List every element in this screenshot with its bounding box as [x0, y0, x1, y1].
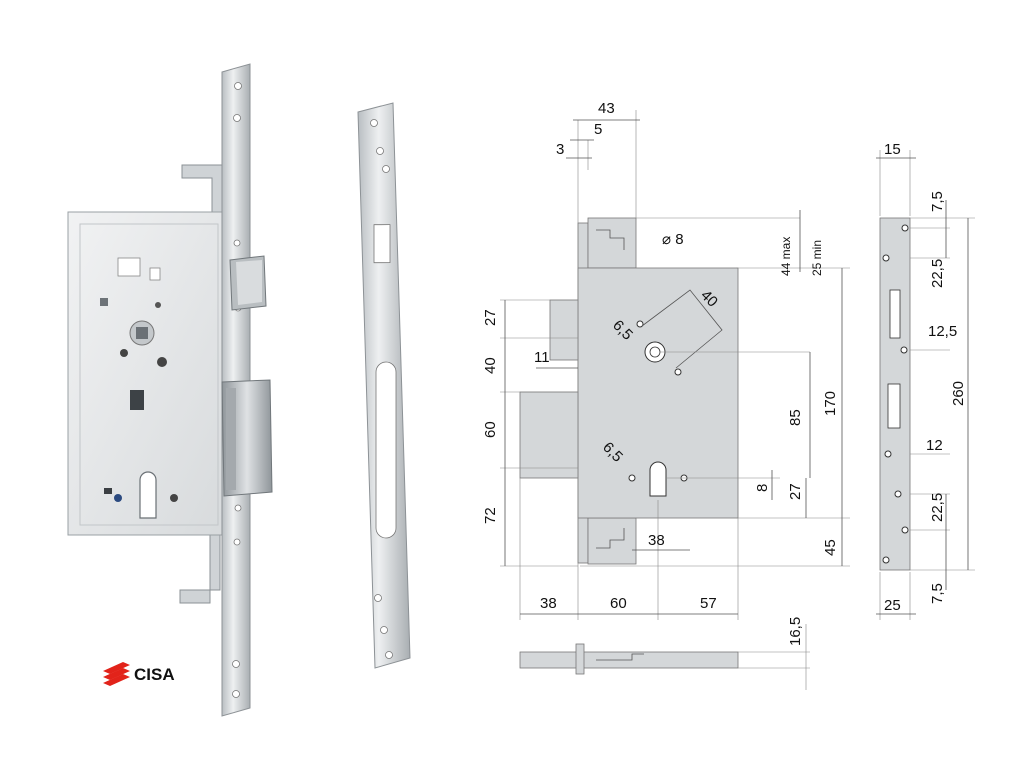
dim-44-max: 44 max [779, 237, 793, 276]
strike-dim-7-5-top: 7,5 [929, 191, 946, 212]
strike-dim-15: 15 [884, 141, 901, 158]
dim-38-center: 38 [648, 532, 665, 549]
dim-85: 85 [787, 409, 804, 426]
strike-plate-photo [357, 102, 411, 669]
dim-25-min: 25 min [810, 240, 824, 276]
dim-60-bottom: 60 [610, 595, 627, 612]
strike-dim-260: 260 [950, 381, 967, 406]
dim-38-bottom: 38 [540, 595, 557, 612]
brand-name: CISA [134, 665, 175, 684]
front-drawing: 43 5 3 ⌀ 8 44 max 25 min 6,5 40 6,5 27 4… [482, 100, 850, 690]
strike-dim-12-5: 12,5 [928, 323, 957, 340]
dim-45: 45 [822, 539, 839, 556]
dim-60-left: 60 [482, 421, 499, 438]
strike-dim-12: 12 [926, 437, 943, 454]
strike-drawing: 15 25 7,5 22,5 12,5 260 12 22,5 7,5 [876, 141, 975, 620]
dim-27-right: 27 [787, 483, 804, 500]
dim-57-bottom: 57 [700, 595, 717, 612]
strike-dim-22-5-top: 22,5 [929, 259, 946, 288]
dim-5: 5 [594, 121, 602, 138]
lock-photo [67, 63, 273, 717]
dim-170: 170 [822, 391, 839, 416]
dim-8: 8 [754, 484, 771, 492]
dim-27-left: 27 [482, 309, 499, 326]
dim-hole-8: ⌀ 8 [662, 231, 684, 248]
strike-dim-7-5-bottom: 7,5 [929, 583, 946, 604]
dim-40-left: 40 [482, 357, 499, 374]
strike-dim-22-5-bottom: 22,5 [929, 493, 946, 522]
dim-3: 3 [556, 141, 564, 158]
dim-16-5: 16,5 [787, 617, 804, 646]
dim-43: 43 [598, 100, 615, 117]
strike-dim-25: 25 [884, 597, 901, 614]
dim-11: 11 [534, 349, 550, 366]
dim-72-left: 72 [482, 507, 499, 524]
cisa-logo: CISA [103, 662, 175, 686]
